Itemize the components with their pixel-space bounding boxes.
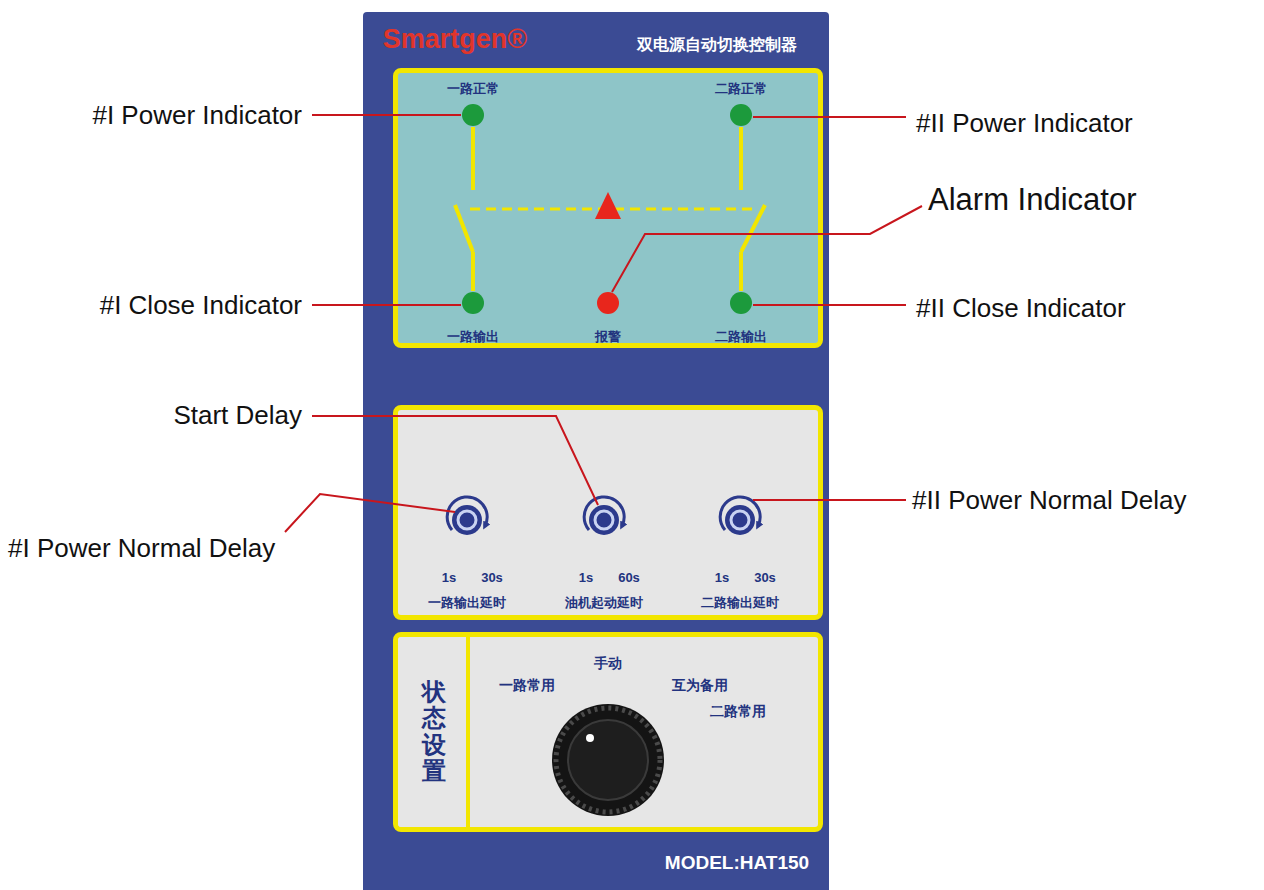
interlock-triangle [595, 192, 621, 219]
switch-lines [455, 127, 765, 291]
mode-option: 手动 [594, 656, 622, 671]
knob-label: 油机起动延时 [565, 596, 643, 610]
scale-value: 1s [715, 571, 729, 585]
mode-selector-knob [552, 704, 664, 816]
mode-heading: 状态设置 [422, 679, 446, 785]
delay-setting-area: 1s 30s 一路输出延时 1s 60s 油机起动延时 1s 30s 二路输出延时 [393, 405, 823, 620]
model-number: MODEL:HAT150 [665, 853, 809, 874]
scale-value: 30s [754, 571, 776, 585]
callout-label: Alarm Indicator [928, 183, 1136, 217]
mode-option: 互为备用 [672, 678, 728, 693]
indicator-label: 一路输出 [447, 330, 499, 344]
mode-setting-area: 状态设置 手动一路常用 互为备用二路常用 [393, 632, 823, 832]
panel-title: 双电源自动切换控制器 [637, 36, 797, 54]
knob-label: 一路输出延时 [428, 596, 506, 610]
indicator-area: 一路正常 二路正常一路输出 报警 二路输出 [393, 68, 823, 348]
callout-label: #II Power Normal Delay [912, 486, 1187, 515]
scale-value: 1s [579, 571, 593, 585]
indicator-label: 二路正常 [715, 82, 767, 96]
callout-label: #II Close Indicator [916, 294, 1126, 323]
callout-label: #I Power Indicator [92, 101, 302, 130]
callout-label: #I Close Indicator [100, 291, 302, 320]
indicator-leds [462, 104, 752, 314]
scale-value: 1s [442, 571, 456, 585]
callout-label: #I Power Normal Delay [8, 534, 275, 563]
knob-label: 二路输出延时 [701, 596, 779, 610]
scale-value: 60s [618, 571, 640, 585]
callout-label: Start Delay [173, 401, 302, 430]
delay-knobs [447, 497, 760, 535]
brand-name: Smartgen® [383, 25, 527, 55]
leader-lines [285, 115, 922, 532]
mode-option: 一路常用 [499, 678, 555, 693]
indicator-label: 二路输出 [715, 330, 767, 344]
indicator-label: 一路正常 [447, 82, 499, 96]
indicator-label: 报警 [595, 330, 621, 344]
callout-label: #II Power Indicator [916, 109, 1133, 138]
scale-value: 30s [481, 571, 503, 585]
controller-panel: 一路正常 二路正常一路输出 报警 二路输出 1s 30s 一路输出延时 1s 60s 油机起动延时… [363, 12, 829, 890]
mode-option: 二路常用 [710, 704, 766, 719]
mode-label-cell: 状态设置 [398, 637, 470, 827]
